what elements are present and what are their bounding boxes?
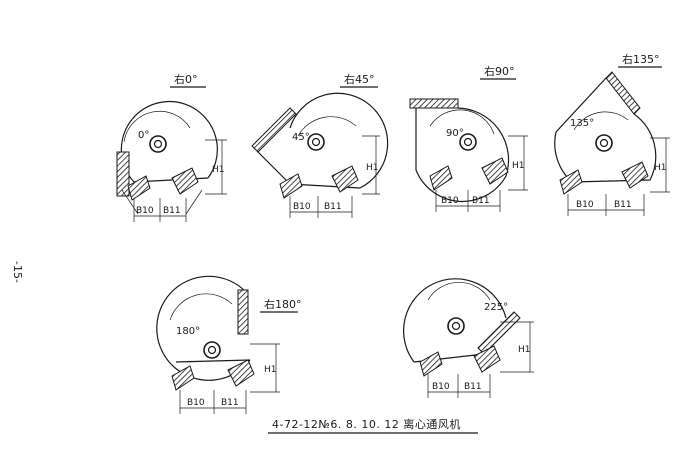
figure-caption: 4-72-12№6. 8. 10. 12 离心通风机: [272, 417, 461, 431]
angle-label: 0°: [138, 130, 149, 141]
support-foot-left: [127, 175, 151, 201]
outlet-duct: [251, 107, 297, 153]
b11-label: B11: [614, 200, 632, 210]
fan-right-225: 225° H1 B10 B11: [403, 278, 534, 398]
b11-label: B11: [163, 206, 181, 216]
fan-label: 右0°: [174, 72, 198, 86]
support-foot-left: [419, 351, 443, 377]
b10-label: B10: [293, 202, 311, 212]
fan-right-45: 右45° 45° H1 B10 B11: [251, 72, 389, 218]
b11-label: B11: [472, 196, 490, 206]
h1-label: H1: [518, 345, 531, 355]
fan-right-180: 右180° 180° H1 B10 B11: [156, 275, 302, 414]
impeller-hub: [307, 133, 325, 151]
fan-right-90: 右90° 90° H1 B10 B11: [409, 64, 528, 212]
h1-label: H1: [264, 365, 277, 375]
b10-label: B10: [576, 200, 594, 210]
h1-label: H1: [212, 165, 225, 175]
impeller-hub: [595, 134, 613, 152]
impeller-hub: [459, 133, 477, 151]
impeller-hub: [447, 317, 465, 335]
fan-label: 右45°: [344, 72, 375, 86]
b10-label: B10: [441, 196, 459, 206]
angle-label: 225°: [484, 302, 508, 313]
inner-scroll-arc: [297, 116, 357, 137]
page-number: -15-: [11, 261, 24, 283]
outlet-duct: [477, 311, 521, 355]
inner-scroll-arc: [573, 111, 629, 131]
outlet-duct: [605, 71, 641, 115]
b11-label: B11: [464, 382, 482, 392]
outlet-duct: [409, 98, 459, 109]
angle-label: 45°: [292, 132, 310, 143]
b11-label: B11: [324, 202, 342, 212]
fan-casing: [403, 278, 507, 363]
fan-casing: [156, 275, 251, 381]
support-foot-right: [621, 161, 649, 189]
fan-casing: [415, 107, 510, 203]
b10-label: B10: [187, 398, 205, 408]
fan-right-0: 右0° 0° H1 B10 B11: [116, 72, 227, 222]
support-foot-right: [331, 165, 359, 193]
fan-right-135: 右135° 135° H1 B10 B11: [554, 52, 670, 216]
h1-label: H1: [366, 163, 379, 173]
impeller-hub: [203, 341, 221, 359]
angle-label: 135°: [570, 118, 594, 129]
fan-casing: [554, 77, 657, 183]
support-foot-left: [429, 165, 453, 191]
b11-label: B11: [221, 398, 239, 408]
b10-label: B10: [136, 206, 154, 216]
fan-label: 右90°: [484, 64, 515, 78]
outlet-duct: [237, 289, 249, 335]
angle-label: 180°: [176, 326, 200, 337]
fan-label: 右180°: [264, 297, 302, 311]
inner-scroll-arc: [429, 109, 495, 135]
inner-scroll-arc: [169, 293, 233, 321]
outlet-duct: [116, 151, 130, 197]
h1-label: H1: [654, 163, 667, 173]
support-foot-right: [481, 157, 509, 185]
fan-label: 右135°: [622, 52, 660, 66]
impeller-hub: [149, 135, 167, 153]
fan-casing: [289, 92, 389, 189]
support-foot-right: [171, 167, 199, 195]
h1-label: H1: [512, 161, 525, 171]
angle-label: 90°: [446, 128, 464, 139]
inner-scroll-arc: [427, 282, 491, 301]
support-foot-right: [473, 345, 501, 373]
support-foot-left: [279, 173, 303, 199]
b10-label: B10: [432, 382, 450, 392]
support-foot-left: [171, 365, 195, 391]
support-foot-left: [559, 169, 583, 195]
fan-casing: [120, 101, 218, 183]
inner-scroll-arc: [123, 111, 191, 143]
support-foot-right: [227, 359, 255, 387]
